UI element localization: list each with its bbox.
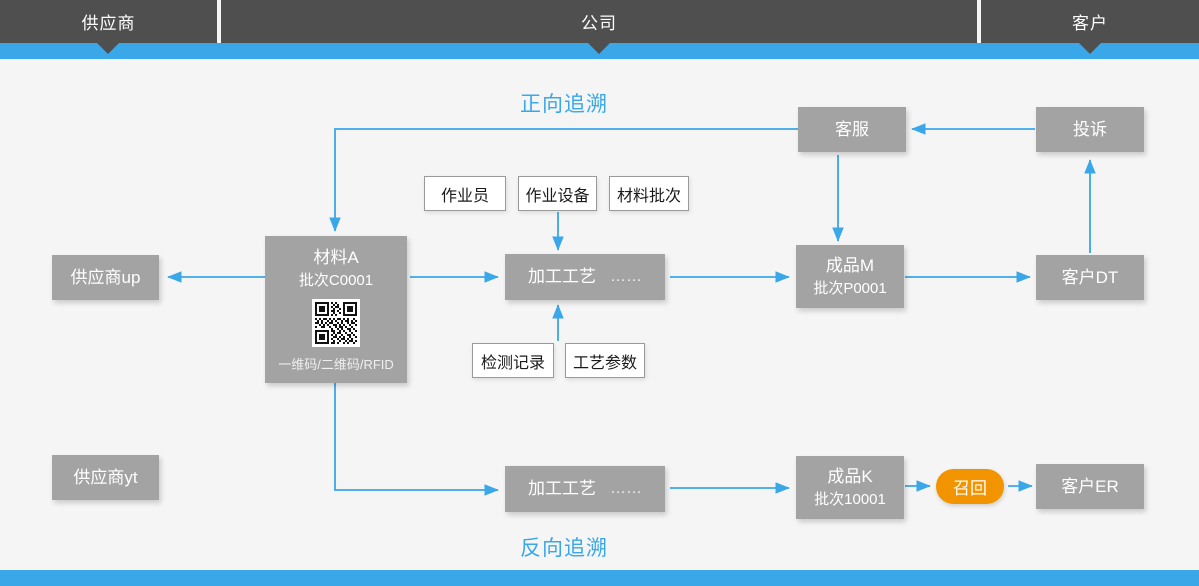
lane-tick-company <box>588 43 610 54</box>
badge-recall[interactable]: 召回 <box>936 469 1004 504</box>
chip-process-param[interactable]: 工艺参数 <box>565 343 645 378</box>
node-customer-service-label: 客服 <box>835 119 869 139</box>
node-material-a-code-types: 一维码/二维码/RFID <box>278 357 394 372</box>
node-process-bottom-ellipsis: …… <box>610 480 642 497</box>
node-process-top-ellipsis: …… <box>610 268 642 285</box>
node-process-bottom-label: 加工工艺 <box>528 479 596 498</box>
node-process-top-label: 加工工艺 <box>528 267 596 286</box>
node-supplier-up-label: 供应商up <box>70 267 141 287</box>
node-product-m[interactable]: 成品M 批次P0001 <box>796 245 904 308</box>
node-customer-service[interactable]: 客服 <box>798 107 906 152</box>
node-customer-er-label: 客户ER <box>1061 476 1119 496</box>
node-supplier-yt-label: 供应商yt <box>73 467 138 487</box>
chip-operator[interactable]: 作业员 <box>424 176 506 211</box>
node-process-bottom[interactable]: 加工工艺 …… <box>505 466 665 512</box>
node-material-a-title: 材料A <box>313 248 359 267</box>
node-supplier-up[interactable]: 供应商up <box>52 255 159 300</box>
chip-material-batch[interactable]: 材料批次 <box>609 176 689 211</box>
qr-code-icon <box>312 299 360 347</box>
chip-equipment-label: 作业设备 <box>525 187 590 205</box>
lane-label-customer: 客户 <box>1072 14 1108 33</box>
badge-recall-label: 召回 <box>953 479 987 498</box>
node-customer-dt[interactable]: 客户DT <box>1036 255 1144 300</box>
lane-header-supplier: 供应商 <box>0 0 217 43</box>
node-material-a[interactable]: 材料A 批次C0001 <box>265 236 407 383</box>
node-product-m-title: 成品M <box>825 255 875 275</box>
chip-test-record-label: 检测记录 <box>480 354 545 372</box>
chip-test-record[interactable]: 检测记录 <box>472 343 554 378</box>
chip-process-param-label: 工艺参数 <box>572 354 637 372</box>
lane-tick-supplier <box>97 43 119 54</box>
lane-label-company: 公司 <box>581 14 617 33</box>
lane-header-customer: 客户 <box>981 0 1199 43</box>
bottom-accent-strip <box>0 570 1199 586</box>
node-process-top[interactable]: 加工工艺 …… <box>505 254 665 300</box>
lane-header-company: 公司 <box>221 0 977 43</box>
node-complaint-label: 投诉 <box>1073 119 1107 139</box>
lane-tick-customer <box>1079 43 1101 54</box>
node-complaint[interactable]: 投诉 <box>1036 107 1144 152</box>
node-material-a-batch: 批次C0001 <box>298 272 374 289</box>
caption-reverse-trace: 反向追溯 <box>520 537 608 560</box>
node-product-k[interactable]: 成品K 批次10001 <box>796 456 904 519</box>
node-customer-dt-label: 客户DT <box>1061 267 1119 287</box>
node-product-k-title: 成品K <box>827 466 873 486</box>
caption-forward-trace: 正向追溯 <box>520 93 608 116</box>
chip-material-batch-label: 材料批次 <box>616 187 681 205</box>
node-customer-er[interactable]: 客户ER <box>1036 464 1144 509</box>
node-product-k-batch: 批次10001 <box>814 490 886 508</box>
node-supplier-yt[interactable]: 供应商yt <box>52 455 159 500</box>
node-product-m-batch: 批次P0001 <box>813 279 887 297</box>
chip-operator-label: 作业员 <box>440 187 489 205</box>
chip-equipment[interactable]: 作业设备 <box>518 176 597 211</box>
lane-label-supplier: 供应商 <box>81 14 136 33</box>
